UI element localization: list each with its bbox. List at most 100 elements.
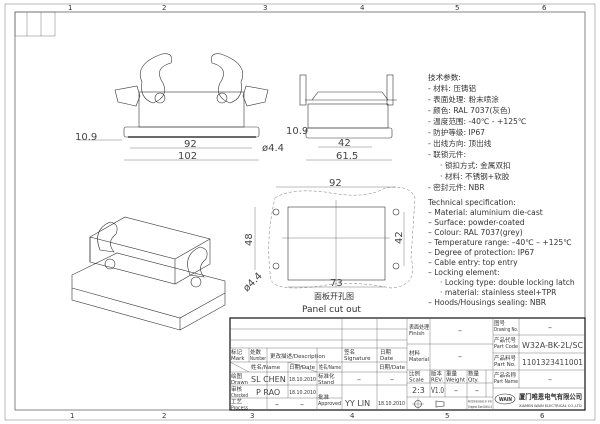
- dim-42: 42: [338, 138, 351, 149]
- spec-en-9: · material: stainless steel+TPR: [440, 288, 557, 297]
- frame-zones-5: 6: [540, 412, 545, 420]
- spec-en: Technical specification: – Material: alu…: [427, 198, 575, 307]
- drawn-name: SL CHEN: [251, 375, 286, 384]
- title-block-date-h2: 日期/Date: [379, 364, 406, 371]
- title-block-drawn-date: 18.10.2010: [289, 377, 316, 383]
- zone-3: 3: [263, 4, 267, 12]
- title-block-process-name: –: [275, 400, 279, 409]
- spec-cn-4: - 温度范围: -40℃ - +125℃: [428, 116, 526, 126]
- projection-symbol-icon: [412, 398, 445, 410]
- cutout-title-en: Panel cut out: [302, 305, 361, 315]
- company-logo: [494, 393, 516, 405]
- title-block-dims-note1: All Dimensions in mm: [468, 400, 492, 404]
- title-block-checked-date: 18.10.2010: [289, 390, 316, 396]
- part-code-value: W32A-BK-2L/SC: [522, 341, 583, 350]
- spec-cn-9: · 材料: 不锈钢+软胶: [440, 171, 510, 181]
- title-block-logo: WAIN: [499, 397, 512, 403]
- spec-cn-5: - 防护等级: IP67: [428, 127, 485, 137]
- title-block-qty-val: –: [475, 386, 479, 395]
- title-block-name-h2: 姓名/Name: [319, 363, 341, 371]
- spec-cn-3: - 颜色: RAL 7037(灰色): [428, 105, 511, 115]
- spec-cn-6: - 出线方向: 顶出线: [428, 138, 492, 148]
- revision-value: V1.0: [431, 386, 444, 395]
- zone-1: 1: [68, 4, 72, 12]
- dim-61-5: 61.5: [336, 151, 358, 162]
- dim-102: 102: [178, 151, 197, 162]
- title-block-finish-val: –: [458, 326, 462, 335]
- title-block-stand-name: –: [357, 375, 361, 384]
- panel-cutout: 92 48 42 73 ø4.4 面板开孔图 Panel cut out: [241, 178, 416, 315]
- spec-en-7: – Locking element:: [428, 268, 500, 277]
- zone-2: 2: [162, 4, 166, 12]
- company-name-en: XIAMEN WAIN ELECTRICAL CO.,LTD: [519, 404, 582, 408]
- spec-en-5: – Degree of protection: IP67: [428, 248, 534, 257]
- spec-cn-2: - 表面处理: 粉末喷涂: [428, 94, 499, 104]
- cutout-dim-73: 73: [330, 278, 343, 289]
- zone-5: 5: [455, 4, 459, 12]
- title-block-part-name-val: –: [548, 375, 552, 384]
- title-block-material-val: –: [458, 352, 462, 361]
- frame-zones-2: 3: [250, 412, 254, 420]
- outer-border: [4, 3, 596, 421]
- dim-hole-diameter: ø4.4: [262, 143, 284, 154]
- spec-cn-7: - 联锁元件:: [428, 149, 466, 159]
- title-block-stand-date: –: [390, 375, 394, 384]
- approved-name: YY LIN: [344, 399, 370, 408]
- frame-zones-4: 5: [445, 412, 449, 420]
- title-block-weight-val: –: [454, 386, 458, 395]
- zone-6: 6: [542, 4, 547, 12]
- title-block-date-h: 日期/Date: [289, 364, 316, 371]
- checked-name: P RAO: [256, 388, 280, 397]
- isometric-view: [71, 216, 226, 331]
- cutout-dim-92: 92: [329, 178, 342, 189]
- cutout-dim-42: 42: [394, 231, 405, 244]
- spec-en-4: – Temperature range: –40℃ – +125℃: [428, 238, 572, 247]
- zone-markers: 1 2 3 4 5 6 1 2 3 4 5 6: [68, 4, 547, 420]
- spec-cn-10: - 密封元件: NBR: [428, 182, 485, 192]
- zone-4: 4: [360, 4, 365, 12]
- spec-en-1: – Material: aluminium die-cast: [428, 208, 543, 217]
- spec-en-8: · Locking type: double locking latch: [440, 278, 575, 287]
- revision-box: [14, 11, 56, 37]
- spec-en-10: – Hoods/Housings sealing: NBR: [428, 298, 547, 307]
- part-number-value: 1101323411001: [522, 358, 583, 367]
- side-view: 10.9 42 61.5: [286, 74, 397, 162]
- spec-cn: 技术参数: - 材料: 压铸铝 - 表面处理: 粉末喷涂 - 颜色: RAL 7…: [428, 72, 526, 192]
- cutout-title-cn: 面板开孔图: [314, 291, 354, 301]
- title-block-approved-date: 18.10.2010: [378, 401, 405, 407]
- spec-cn-8: · 锁扣方式: 金属双扣: [440, 160, 511, 170]
- title-block-dims-note2: Original Size DIN A 4: [468, 405, 492, 409]
- spec-en-3: – Colour: RAL 7037(grey): [428, 228, 523, 237]
- spec-cn-1: - 材料: 压铸铝: [428, 83, 476, 93]
- title-block-name-h: 姓名/Name: [251, 363, 281, 371]
- dim-10-9: 10.9: [75, 132, 97, 143]
- scale-value: 2:3: [412, 386, 425, 395]
- dim-92: 92: [184, 139, 197, 150]
- spec-cn-0: 技术参数:: [428, 72, 461, 82]
- spec-en-2: – Surface: powder-coated: [428, 218, 525, 227]
- dim-side-10-9: 10.9: [286, 126, 308, 137]
- frame-zones-3: 4: [350, 412, 355, 420]
- title-block-drawing-no-val: –: [548, 323, 552, 332]
- frame-zones-1: 2: [162, 412, 166, 420]
- frame-zones-0: 1: [70, 412, 74, 420]
- company-name-cn: 厦门唯恩电气有限公司: [518, 392, 582, 401]
- cutout-hole-diameter: ø4.4: [241, 271, 264, 294]
- title-block-process-date: –: [300, 400, 304, 409]
